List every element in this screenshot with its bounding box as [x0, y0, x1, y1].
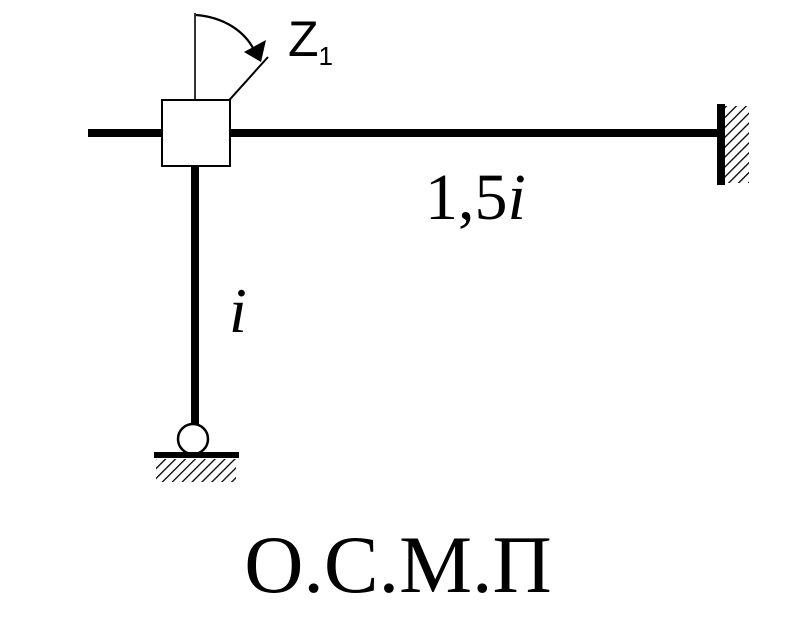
unknown-subscript: 1	[318, 41, 334, 72]
column-stiffness-label: i	[229, 275, 247, 346]
rotation-arrow-icon	[195, 13, 257, 53]
arrow-head-icon	[244, 40, 266, 62]
pin-support-roller	[176, 422, 210, 456]
fixed-support-hatch	[725, 106, 749, 183]
unknown-symbol: Z	[288, 11, 319, 67]
pin-support-hatch	[156, 459, 236, 482]
unknown-rotation-label: Z1	[288, 14, 333, 69]
rigid-joint-node	[161, 99, 231, 167]
beam-stiffness-symbol: i	[507, 161, 526, 234]
beam-stiffness-coefficient: 1,5	[425, 161, 508, 234]
beam-stiffness-label: 1,5i	[425, 165, 526, 231]
diagram-caption: О.С.М.П	[244, 519, 552, 610]
